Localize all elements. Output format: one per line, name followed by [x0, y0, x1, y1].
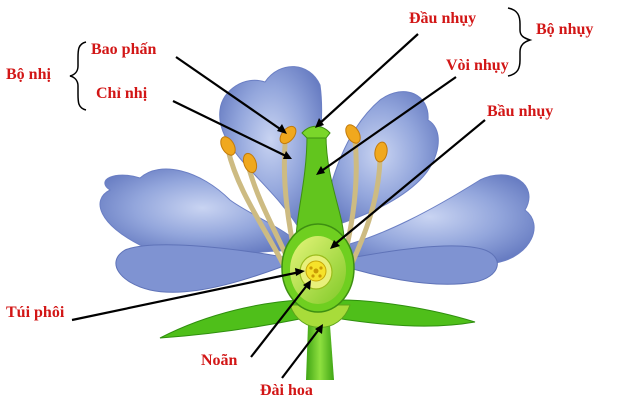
arrowhead — [283, 151, 292, 159]
pointer-tui-phoi — [71, 270, 301, 322]
sepal-right — [334, 299, 476, 327]
pointer-chi-nhi — [172, 100, 289, 158]
petal-front-right — [328, 245, 498, 285]
label-bau-nhuy: Bầu nhụy — [487, 103, 554, 120]
label-dau-nhuy: Đầu nhụy — [409, 10, 477, 27]
anther — [220, 136, 236, 156]
label-tui-phoi: Túi phôi — [6, 304, 65, 321]
embryo-sac-cell — [311, 274, 315, 278]
arrowhead — [315, 324, 323, 334]
pointer-lines — [71, 33, 486, 379]
anther — [374, 141, 388, 163]
pointer-dai-hoa — [281, 327, 321, 379]
embryo-sac-cell — [313, 268, 319, 274]
arrowhead — [316, 166, 325, 175]
label-dai-hoa: Đài hoa — [260, 382, 313, 399]
anther — [242, 152, 258, 174]
arrowhead — [277, 124, 287, 134]
arrowhead — [330, 240, 340, 249]
arrowhead — [315, 118, 324, 128]
pointer-noan — [250, 283, 309, 358]
stem-and-sepals — [159, 299, 476, 380]
pointer-voi-nhuy — [319, 76, 457, 173]
embryo-sac-cell — [309, 266, 313, 270]
anthers — [220, 124, 388, 174]
pointer-bau-nhuy — [333, 119, 486, 246]
pointer-bao-phan — [175, 56, 284, 132]
stem — [306, 325, 334, 380]
embryo-sac-cell — [319, 266, 323, 270]
brace-bo-nhi — [69, 41, 87, 111]
petal-front-left — [115, 244, 302, 293]
pointer-dau-nhuy — [318, 33, 419, 125]
label-bo-nhuy: Bộ nhụy — [536, 21, 594, 38]
stigma — [301, 125, 331, 139]
label-chi-nhi: Chỉ nhị — [96, 85, 148, 102]
label-noan: Noãn — [201, 352, 238, 369]
receptacle — [289, 304, 351, 328]
embryo-sac-cell — [318, 274, 322, 278]
label-bao-phan: Bao phấn — [91, 41, 157, 58]
anther — [345, 124, 361, 144]
arrowhead — [295, 268, 305, 276]
label-voi-nhuy: Vòi nhụy — [446, 57, 509, 74]
brace-bo-nhuy — [507, 7, 533, 77]
arrowhead — [303, 280, 311, 290]
label-bo-nhi: Bộ nhị — [6, 66, 51, 83]
pointer-arrowheads — [277, 118, 340, 334]
sepal-left — [159, 299, 306, 339]
